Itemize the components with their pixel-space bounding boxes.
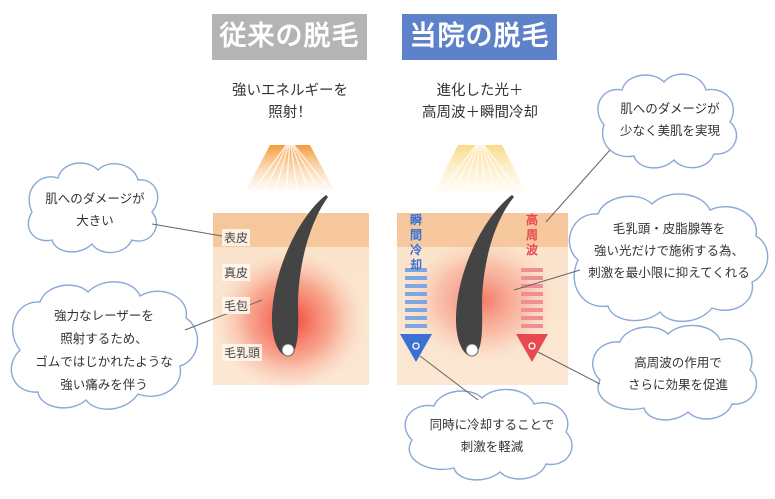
label-follicle: 毛包: [222, 297, 251, 314]
right-subtitle-line2: 高周波＋瞬間冷却: [422, 105, 538, 121]
right-title: 当院の脱毛: [402, 14, 557, 60]
cloud-bottom-center: [404, 388, 573, 481]
cloud-line: 大きい: [76, 213, 114, 228]
cloud-right-mid: [568, 193, 769, 323]
cloud-right-top: [597, 73, 738, 169]
label-dermis: 真皮: [222, 264, 251, 281]
cloud-right-top-text: 肌へのダメージが 少なく美肌を実現: [608, 98, 732, 142]
rf-arrow: [516, 268, 548, 362]
cloud-left-top-text: 肌へのダメージが 大きい: [40, 188, 150, 232]
cloud-line: 刺激を最小限に抑えてくれる: [588, 265, 750, 280]
right-subtitle: 進化した光＋ 高周波＋瞬間冷却: [402, 80, 558, 124]
cloud-line: さらに効果を促進: [627, 377, 728, 392]
cloud-line: 強力なレーザーを: [54, 308, 154, 323]
left-subtitle: 強いエネルギーを 照射！: [212, 80, 368, 124]
cloud-line: 強い光だけで施術する為、: [593, 243, 744, 258]
cloud-right-mid-text: 毛乳頭・皮脂腺等を 強い光だけで施術する為、 刺激を最小限に抑えてくれる: [580, 218, 758, 284]
light-rays-right: [434, 139, 526, 197]
cloud-line: ゴムではじかれたような: [35, 354, 173, 369]
cloud-bottom-center-text: 同時に冷却することで 刺激を軽減: [414, 414, 570, 458]
cloud-line: 肌へのダメージが: [620, 101, 720, 116]
cloud-line: 少なく美肌を実現: [619, 123, 720, 138]
hair-left: [272, 195, 328, 357]
cloud-line: 強い痛みを伴う: [60, 377, 148, 392]
cloud-line: 刺激を軽減: [460, 439, 524, 454]
cloud-right-lower-text: 高周波の作用で さらに効果を促進: [606, 352, 750, 396]
cloud-line: 高周波の作用で: [634, 355, 722, 370]
label-papilla: 毛乳頭: [222, 344, 263, 361]
cloud-line: 毛乳頭・皮脂腺等を: [612, 221, 726, 236]
right-subtitle-line1: 進化した光＋: [436, 83, 524, 99]
cooling-arrow: [400, 268, 432, 362]
cloud-line: 照射するため、: [60, 331, 148, 346]
left-subtitle-line1: 強いエネルギーを: [232, 83, 348, 99]
cloud-left-top: [27, 162, 159, 254]
hair-right: [456, 195, 514, 357]
cooling-label: 瞬間冷却: [409, 213, 422, 272]
heat-rays-left: [246, 139, 335, 196]
cloud-line: 同時に冷却することで: [429, 417, 555, 432]
cloud-right-lower: [592, 324, 758, 421]
cloud-line: 肌へのダメージが: [45, 191, 145, 206]
clouds: [10, 73, 769, 481]
cloud-left-bottom-text: 強力なレーザーを 照射するため、 ゴムではじかれたような 強い痛みを伴う: [20, 304, 188, 396]
label-epidermis: 表皮: [222, 229, 251, 246]
cloud-left-bottom: [10, 281, 199, 410]
left-subtitle-line2: 照射！: [268, 105, 312, 121]
left-title: 従来の脱毛: [212, 14, 367, 60]
rf-label: 高周波: [525, 213, 538, 257]
connector-lines: [151, 149, 611, 401]
